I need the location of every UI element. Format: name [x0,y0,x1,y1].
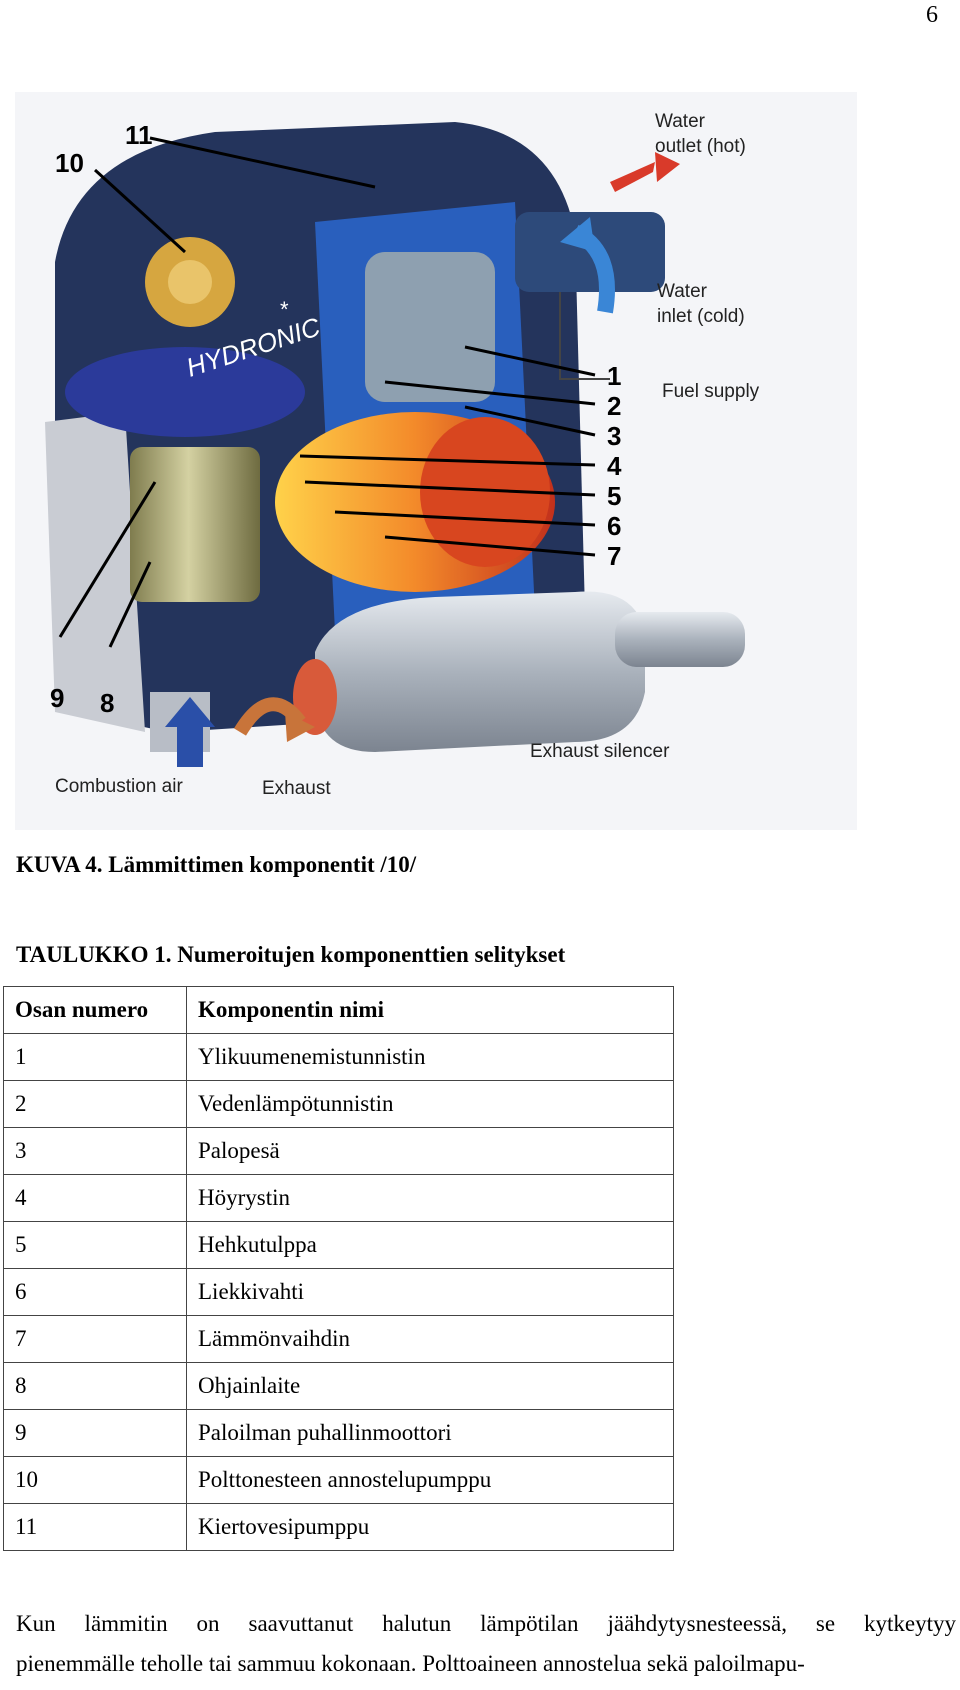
part-number: 5 [3,1221,187,1269]
heater-figure: HYDRONIC * [15,92,857,830]
leader-line-8 [108,561,152,648]
figure-number-6: 6 [607,511,621,541]
component-name: Ohjainlaite [186,1362,674,1410]
exhaust-arrow [233,697,306,736]
part-number: 7 [3,1315,187,1363]
asterisk-text: * [280,297,289,322]
leader-line-3 [464,405,596,437]
fan-wheel [65,347,305,437]
body-line-1: Kun lämmitin on saavuttanut halutun lämp… [16,1611,956,1636]
leader-line-4 [299,454,596,467]
figure-number-4: 4 [607,451,622,481]
part-number: 9 [3,1409,187,1457]
component-name: Ylikuumenemistunnistin [186,1033,674,1081]
hot-arrowhead [655,152,680,182]
exhaust-silencer [315,591,645,752]
housing-side [45,412,145,732]
leader-line-7 [384,535,596,557]
silencer-pipe [615,612,745,667]
cold-arrowhead [560,217,595,252]
body-paragraph: Kun lämmitin on saavuttanut halutun lämp… [16,1604,956,1684]
air-arrow [165,697,215,767]
flame-end [420,417,550,567]
water-outlet-label-2: outlet (hot) [655,136,746,157]
figure-caption: KUVA 4. Lämmittimen komponentit /10/ [16,852,417,877]
exhaust-silencer-label: Exhaust silencer [530,741,670,762]
leader-line-2 [384,380,596,406]
leader-line-1 [464,345,596,377]
dosing-pump-core [168,260,212,304]
body-line-2: pienemmälle teholle tai sammuu kokonaan.… [16,1651,805,1676]
part-number: 10 [3,1456,187,1504]
jacket-inner [365,252,495,402]
component-name: Palopesä [186,1127,674,1175]
figure-number-3: 3 [607,421,621,451]
blower-motor [130,447,260,602]
component-name: Vedenlämpötunnistin [186,1080,674,1128]
component-name: Liekkivahti [186,1268,674,1316]
combustion-air-label: Combustion air [55,776,183,797]
figure-number-5: 5 [607,481,621,511]
figure-number-1: 1 [607,361,621,391]
part-number: 2 [3,1080,187,1128]
part-number: 1 [3,1033,187,1081]
part-number: 6 [3,1268,187,1316]
water-outlet-label-1: Water [655,111,706,132]
leader-line-9 [58,481,157,638]
figure-number-2: 2 [607,391,621,421]
leader-line-11 [149,136,376,189]
part-number: 4 [3,1174,187,1222]
part-number: 3 [3,1127,187,1175]
figure-number-10: 10 [55,148,84,178]
figure-number-9: 9 [50,683,64,713]
fuel-supply-label: Fuel supply [662,381,760,402]
figure-number-7: 7 [607,541,621,571]
table-title: TAULUKKO 1. Numeroitujen komponenttien s… [16,942,566,967]
leader-line-10 [93,168,187,254]
fuel-supply-line [559,292,610,380]
leader-line-5 [304,480,596,497]
component-name: Hehkutulppa [186,1221,674,1269]
page-number: 6 [926,2,938,28]
part-number: 8 [3,1362,187,1410]
component-name: Höyrystin [186,1174,674,1222]
header-part-number: Osan numero [3,986,187,1034]
exhaust-arrowhead [285,712,315,742]
component-name: Polttonesteen annostelupumppu [186,1456,674,1504]
part-number: 11 [3,1503,187,1551]
figure-number-11: 11 [125,120,153,150]
component-name: Paloilman puhallinmoottori [186,1409,674,1457]
component-name: Kiertovesipumppu [186,1503,674,1551]
leader-line-6 [334,510,596,527]
water-inlet-label-2: inlet (cold) [657,306,745,327]
water-inlet-label-1: Water [657,281,708,302]
component-name: Lämmönvaihdin [186,1315,674,1363]
figure-number-8: 8 [100,688,114,718]
table-header-row: Osan numero Komponentin nimi [3,986,674,1034]
exhaust-label: Exhaust [262,778,331,799]
header-component-name: Komponentin nimi [186,986,674,1034]
hot-arrow [610,162,655,192]
